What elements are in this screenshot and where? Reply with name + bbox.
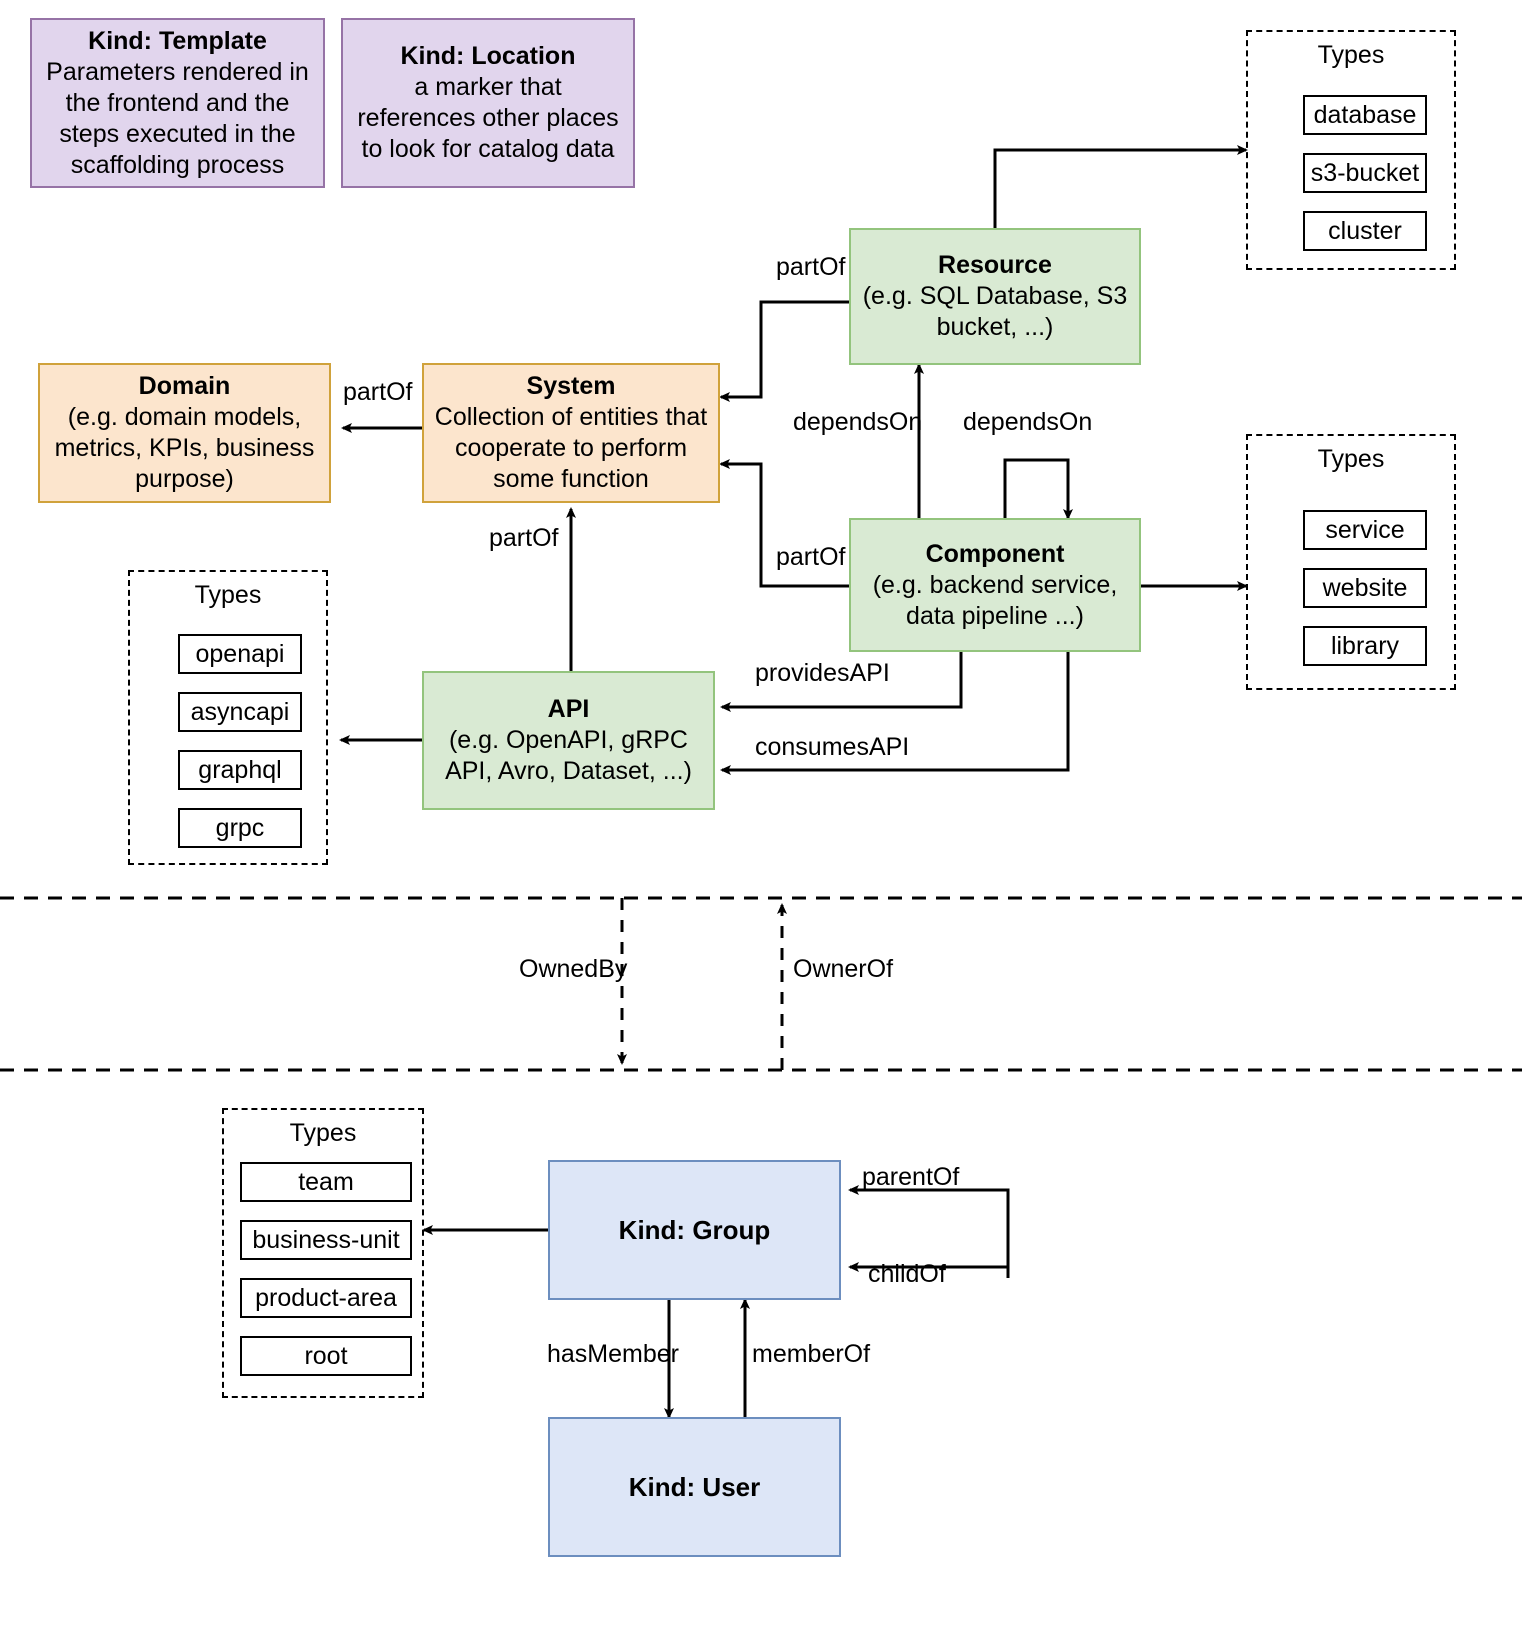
type-chip-root[interactable]: root <box>240 1336 412 1376</box>
node-kind-location-title: Kind: Location <box>400 42 576 70</box>
node-component-desc: (e.g. backend service, data pipeline ...… <box>872 570 1118 630</box>
type-chip-cluster[interactable]: cluster <box>1303 211 1427 251</box>
types-group-api-label: Types <box>194 581 262 609</box>
edge-label-user-memberof: memberOf <box>752 1340 871 1368</box>
edge-resource-types <box>993 145 1248 228</box>
edge-label-resource-partof-system: partOf <box>776 253 846 281</box>
node-component-title: Component <box>925 539 1065 568</box>
node-domain-title: Domain <box>138 372 231 400</box>
edge-label-component-dependson-component: dependsOn <box>963 408 1093 436</box>
types-group-resource-label: Types <box>1317 41 1385 69</box>
type-chip-asyncapi[interactable]: asyncapi <box>178 692 302 732</box>
edge-label-system-partof-domain: partOf <box>343 378 413 406</box>
edge-label-ownerof: OwnerOf <box>793 955 894 983</box>
type-chip-grpc[interactable]: grpc <box>178 808 302 848</box>
node-system-desc: Collection of entities that cooperate to… <box>434 403 708 493</box>
node-component[interactable]: Component (e.g. backend service, data pi… <box>849 518 1141 652</box>
type-chip-team[interactable]: team <box>240 1162 412 1202</box>
node-kind-group-title: Kind: Group <box>618 1214 771 1245</box>
edge-resource-partof-system <box>719 300 849 402</box>
edge-component-dependson-component <box>1003 458 1073 520</box>
node-domain[interactable]: Domain (e.g. domain models, metrics, KPI… <box>38 363 331 503</box>
node-kind-location[interactable]: Kind: Location a marker that references … <box>341 18 635 188</box>
edge-label-component-providesapi: providesAPI <box>755 659 890 687</box>
edge-label-api-partof-system: partOf <box>489 524 559 552</box>
node-domain-desc: (e.g. domain models, metrics, KPIs, busi… <box>54 403 315 493</box>
node-resource-title: Resource <box>938 251 1052 279</box>
type-chip-library[interactable]: library <box>1303 626 1427 666</box>
node-api-title: API <box>547 695 590 723</box>
types-group-api: Types openapi asyncapi graphql grpc <box>128 570 328 865</box>
edge-label-group-childof: childOf <box>868 1260 946 1288</box>
node-resource-desc: (e.g. SQL Database, S3 bucket, ...) <box>862 282 1128 341</box>
node-kind-location-desc: a marker that references other places to… <box>357 73 619 163</box>
node-resource[interactable]: Resource (e.g. SQL Database, S3 bucket, … <box>849 228 1141 365</box>
types-group-group: Types team business-unit product-area ro… <box>222 1108 424 1398</box>
edge-label-component-dependson-resource: dependsOn <box>793 408 923 436</box>
edge-group-childof <box>848 1190 1010 1272</box>
types-group-component: Types service website library <box>1246 434 1456 690</box>
node-kind-template[interactable]: Kind: Template Parameters rendered in th… <box>30 18 325 188</box>
edge-label-ownedby: OwnedBy <box>519 955 628 983</box>
node-kind-user-title: Kind: User <box>628 1471 761 1502</box>
node-system[interactable]: System Collection of entities that coope… <box>422 363 720 503</box>
node-kind-template-title: Kind: Template <box>88 26 267 55</box>
edge-label-group-parentof: parentOf <box>862 1163 960 1191</box>
type-chip-service[interactable]: service <box>1303 510 1427 550</box>
type-chip-graphql[interactable]: graphql <box>178 750 302 790</box>
type-chip-business-unit[interactable]: business-unit <box>240 1220 412 1260</box>
types-group-component-label: Types <box>1317 445 1385 473</box>
edge-label-component-partof-system: partOf <box>776 543 846 571</box>
type-chip-product-area[interactable]: product-area <box>240 1278 412 1318</box>
node-system-title: System <box>526 372 616 400</box>
type-chip-openapi[interactable]: openapi <box>178 634 302 674</box>
node-api[interactable]: API (e.g. OpenAPI, gRPC API, Avro, Datas… <box>422 671 715 810</box>
node-kind-template-desc: Parameters rendered in the frontend and … <box>46 57 309 179</box>
type-chip-s3-bucket[interactable]: s3-bucket <box>1303 153 1427 193</box>
types-group-resource: Types database s3-bucket cluster <box>1246 30 1456 270</box>
node-kind-group[interactable]: Kind: Group <box>548 1160 841 1300</box>
node-kind-user[interactable]: Kind: User <box>548 1417 841 1557</box>
node-api-desc: (e.g. OpenAPI, gRPC API, Avro, Dataset, … <box>445 726 692 785</box>
types-group-group-label: Types <box>289 1119 357 1147</box>
type-chip-website[interactable]: website <box>1303 568 1427 608</box>
edge-label-component-consumesapi: consumesAPI <box>755 733 910 761</box>
type-chip-database[interactable]: database <box>1303 95 1427 135</box>
edge-label-group-hasmember: hasMember <box>547 1340 679 1368</box>
